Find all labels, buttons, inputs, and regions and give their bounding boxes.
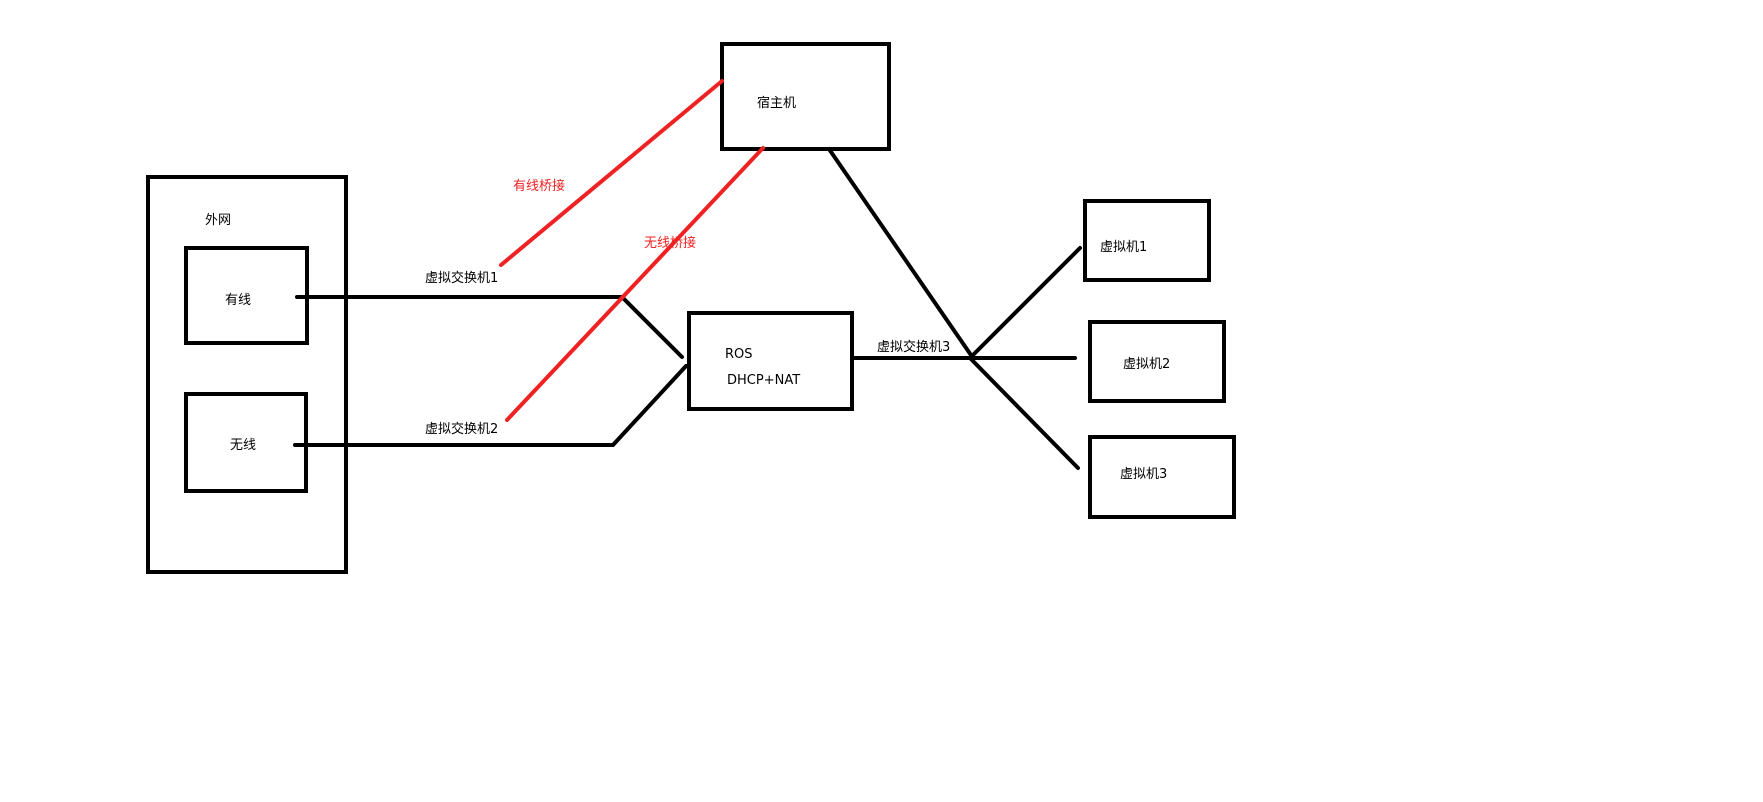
ros-label: ROS — [725, 347, 753, 362]
vm3-label: 虚拟机3 — [1120, 467, 1167, 482]
host-label: 宿主机 — [757, 95, 796, 111]
ros-box — [687, 311, 854, 411]
vm1-box — [1083, 199, 1211, 282]
vm2-box — [1088, 320, 1226, 403]
external-network-label: 外网 — [205, 213, 231, 228]
vm3-link — [968, 356, 1080, 470]
virtual-switch-3-label: 虚拟交换机3 — [877, 339, 950, 355]
wired-bridge-label: 有线桥接 — [513, 178, 565, 194]
virtual-switch-1-label: 虚拟交换机1 — [425, 270, 498, 286]
wireless-bridge-line — [505, 146, 765, 422]
virtual-switch-2-line — [293, 364, 688, 447]
wired-bridge-line — [499, 79, 724, 267]
vm1-link — [968, 246, 1082, 360]
vm1-label: 虚拟机1 — [1100, 240, 1147, 255]
wireless-bridge-label: 无线桥接 — [644, 235, 696, 251]
host-box — [720, 42, 891, 151]
wired-label: 有线 — [225, 293, 251, 308]
virtual-switch-2-label: 虚拟交换机2 — [425, 421, 498, 437]
vm3-box — [1088, 435, 1236, 519]
wireless-box — [184, 392, 308, 493]
wireless-label: 无线 — [230, 438, 256, 453]
host-to-switch-3-line — [827, 147, 975, 360]
vm2-label: 虚拟机2 — [1123, 357, 1170, 372]
external-network-box — [146, 175, 348, 574]
ros-services-label: DHCP+NAT — [727, 373, 800, 388]
virtual-switch-1-line — [295, 295, 684, 359]
